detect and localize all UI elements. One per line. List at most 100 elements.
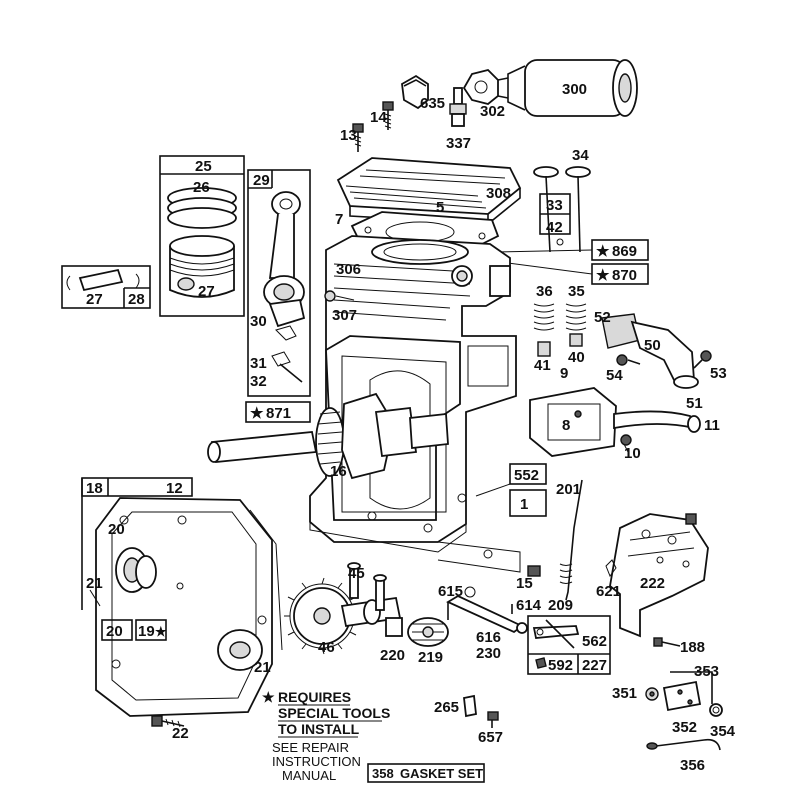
part-number-29: 29	[253, 172, 270, 189]
part-number-869: 869	[612, 243, 637, 260]
part-1-box	[509, 489, 547, 517]
part-number-28: 28	[128, 291, 145, 308]
part-number-33: 33	[546, 197, 563, 214]
clip-265-part	[463, 694, 499, 728]
part-number-201: 201	[556, 481, 581, 498]
gasket-set-box	[367, 763, 485, 783]
part-number-9: 9	[560, 365, 568, 382]
part-number-307: 307	[332, 307, 357, 324]
part-number-5: 5	[436, 199, 444, 216]
part-number-19: 19	[138, 623, 155, 640]
part-number-552: 552	[514, 467, 539, 484]
connecting-rod-box	[247, 169, 311, 397]
dowel-307-part	[324, 290, 355, 302]
leader-869	[493, 249, 593, 253]
part-number-22: 22	[172, 725, 189, 742]
part-20-box	[101, 619, 133, 641]
part-number-871: 871	[266, 405, 291, 422]
part-number-615: 615	[438, 583, 463, 600]
part-number-308: 308	[486, 185, 511, 202]
part-number-8: 8	[562, 417, 570, 434]
part-number-222: 222	[640, 575, 665, 592]
part-number-616: 616	[476, 629, 501, 646]
part-number-300: 300	[562, 81, 587, 98]
part-number-45: 45	[348, 565, 365, 582]
part-number-219: 219	[418, 649, 443, 666]
part-number-41: 41	[534, 357, 551, 374]
part-number-306: 306	[336, 261, 361, 278]
cylinder-block-part	[309, 235, 521, 573]
crankcase-cover-part	[89, 497, 283, 717]
part-number-20-seal: 20	[106, 623, 123, 640]
part-number-50: 50	[644, 337, 661, 354]
leader-552	[475, 483, 511, 497]
part-number-356: 356	[680, 757, 705, 774]
note-star: ★	[262, 689, 275, 705]
piston-assembly-box	[159, 155, 245, 317]
part-number-10: 10	[624, 445, 641, 462]
part-number-27-pin: 27	[86, 291, 103, 308]
part-552-box	[509, 463, 547, 485]
wrist-pin-box	[61, 265, 151, 309]
part-number-52: 52	[594, 309, 611, 326]
note-instruction: INSTRUCTION	[272, 754, 361, 769]
part-number-614: 614	[516, 597, 542, 614]
governor-shaft-part	[446, 586, 528, 634]
part-number-358: 358	[372, 766, 394, 781]
part-number-26: 26	[193, 179, 210, 196]
part-number-227: 227	[582, 657, 607, 674]
governor-part	[385, 617, 449, 647]
part-number-21-cover: 21	[86, 575, 103, 592]
part-number-265: 265	[434, 699, 459, 716]
part-number-635: 635	[420, 95, 445, 112]
part-number-32: 32	[250, 373, 267, 390]
part-number-30: 30	[250, 313, 267, 330]
part-number-621: 621	[596, 583, 621, 600]
part-number-53: 53	[710, 365, 727, 382]
control-bracket-part	[605, 513, 709, 647]
note-see-repair: SEE REPAIR	[272, 740, 349, 755]
intake-elbow-part	[601, 313, 712, 389]
part-871-box	[245, 401, 311, 423]
valve-springs-part	[533, 303, 587, 357]
part-number-18: 18	[86, 480, 103, 497]
leader-870	[499, 261, 593, 275]
part-number-20-cover: 20	[108, 521, 125, 538]
part-number-13: 13	[340, 127, 357, 144]
part-number-337: 337	[446, 135, 471, 152]
drain-plug-22-part	[151, 715, 185, 728]
part-number-657: 657	[478, 729, 503, 746]
part-number-54: 54	[606, 367, 623, 384]
note-special-tools: SPECIAL TOOLS	[278, 705, 390, 721]
cylinder-head-part	[336, 157, 522, 225]
part-number-21-drain: 21	[254, 659, 271, 676]
stop-switch-part	[645, 671, 723, 751]
part-number-209: 209	[548, 597, 573, 614]
part-number-12: 12	[166, 480, 183, 497]
crankshaft-part	[207, 392, 449, 480]
star-870: ★	[596, 267, 610, 284]
part-19-box	[135, 619, 167, 641]
star-871: ★	[250, 405, 264, 422]
part-number-592: 592	[548, 657, 573, 674]
star-869: ★	[596, 243, 610, 260]
note-manual: MANUAL	[282, 768, 336, 783]
part-number-352: 352	[672, 719, 697, 736]
part-number-188: 188	[680, 639, 705, 656]
spark-plug-part	[449, 87, 467, 127]
spark-plug-cover-part	[401, 74, 429, 110]
note-to-install: TO INSTALL	[278, 721, 360, 737]
part-number-353: 353	[694, 663, 719, 680]
part-number-870: 870	[612, 267, 637, 284]
part-number-46: 46	[318, 639, 335, 656]
part-number-230: 230	[476, 645, 501, 662]
part-number-302: 302	[480, 103, 505, 120]
part-227-box	[527, 615, 611, 675]
part-number-35: 35	[568, 283, 585, 300]
camshaft-part	[284, 562, 402, 655]
part-number-1: 1	[520, 496, 528, 513]
part-number-220: 220	[380, 647, 405, 664]
part-number-27-piston: 27	[198, 283, 215, 300]
part-number-562: 562	[582, 633, 607, 650]
oil-plug-15-part	[527, 565, 541, 577]
